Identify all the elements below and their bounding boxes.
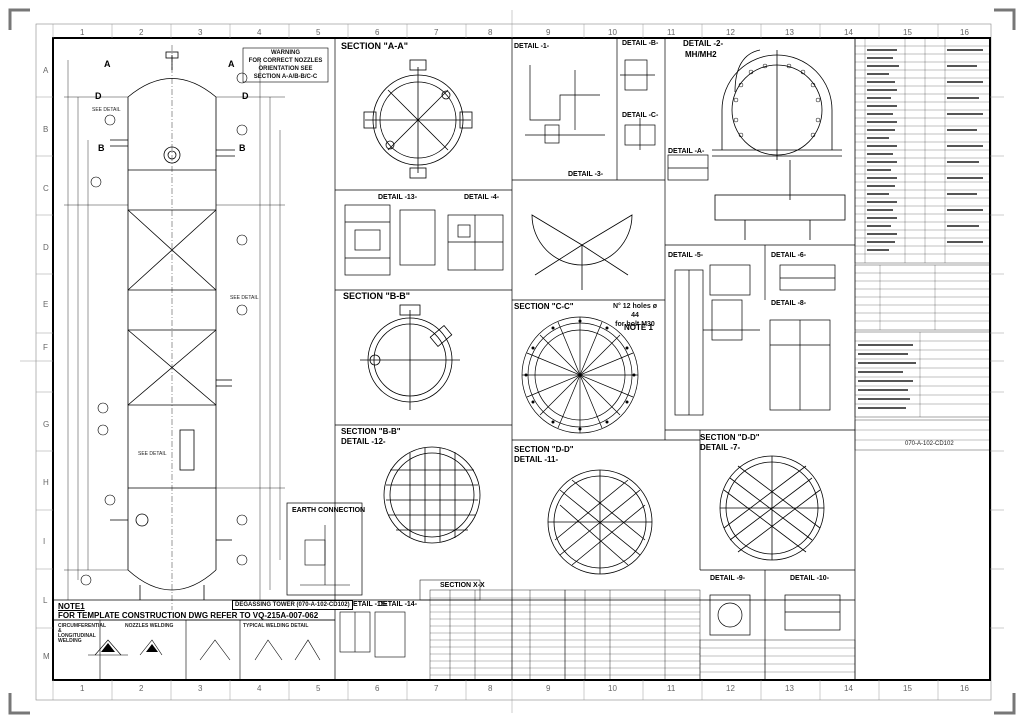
grid-col-7: 7 [434, 28, 439, 37]
grid-col-15: 15 [903, 28, 912, 37]
grid-col-8: 8 [488, 28, 493, 37]
grid-col-7-bottom: 7 [434, 684, 439, 693]
detail-14-title: DETAIL -14- [378, 601, 418, 608]
grid-col-4: 4 [257, 28, 262, 37]
grid-col-12-bottom: 12 [726, 684, 735, 693]
see-detail-callout: SEE DETAIL [92, 107, 121, 113]
note-label: NOTE1 [58, 602, 85, 611]
grid-col-6-bottom: 6 [375, 684, 380, 693]
grid-row-a: A [43, 66, 49, 75]
grid-col-11: 11 [667, 28, 676, 37]
warning-line-1: WARNING [271, 50, 300, 56]
grid-col-11-bottom: 11 [667, 684, 676, 693]
section-x-x-title: SECTION X-X [440, 582, 485, 589]
grid-col-10-bottom: 10 [608, 684, 617, 693]
welding-caption-circumferential: CIRCUMFERENTIAL & LONGITUDINAL WELDING [58, 623, 106, 644]
grid-col-9-bottom: 9 [546, 684, 551, 693]
grid-col-3: 3 [198, 28, 203, 37]
grid-row-e: E [43, 300, 49, 309]
earth-connection-title: EARTH CONNECTION [292, 507, 366, 514]
detail-13-title: DETAIL -13- [378, 194, 418, 201]
detail-1-title: DETAIL -1- [514, 43, 550, 50]
detail-a-title: DETAIL -A- [668, 148, 705, 155]
detail-b-title: DETAIL -B- [622, 40, 659, 47]
view-marker-b: B [98, 143, 105, 153]
grid-col-5-bottom: 5 [316, 684, 321, 693]
template-construction-note: FOR TEMPLATE CONSTRUCTION DWG REFER TO V… [58, 611, 319, 620]
detail-c-title: DETAIL -C- [622, 112, 659, 119]
detail-10-title: DETAIL -10- [790, 575, 830, 582]
grid-row-l: L [43, 596, 48, 605]
detail-5-title: DETAIL -5- [668, 252, 704, 259]
grid-col-6: 6 [375, 28, 380, 37]
note-1-label: NOTE 1 [624, 323, 653, 332]
grid-col-1-bottom: 1 [80, 684, 85, 693]
detail-2-title: DETAIL -2- [683, 39, 724, 48]
section-d-d-title: SECTION "D-D" [514, 445, 574, 454]
grid-row-d: D [43, 243, 49, 252]
grid-row-h: H [43, 478, 49, 487]
welding-caption-typical: TYPICAL WELDING DETAIL [243, 623, 309, 629]
grid-col-4-bottom: 4 [257, 684, 262, 693]
section-b-b-detail-title: SECTION "B-B" [341, 427, 401, 436]
holes-note-line-1: N° 12 holes ø 44 [612, 303, 658, 319]
detail-4-title: DETAIL -4- [464, 194, 500, 201]
view-marker-d: D [95, 91, 102, 101]
section-b-b-title: SECTION "B-B" [343, 291, 411, 301]
detail-12-title: DETAIL -12- [341, 437, 386, 446]
see-detail-callout-3: SEE DETAIL [138, 451, 167, 457]
view-marker-b-right: B [239, 143, 246, 153]
grid-col-12: 12 [726, 28, 735, 37]
grid-col-15-bottom: 15 [903, 684, 912, 693]
document-number: 070-A-102-CD102 [905, 441, 954, 447]
grid-col-1: 1 [80, 28, 85, 37]
grid-col-14: 14 [844, 28, 853, 37]
grid-col-13-bottom: 13 [785, 684, 794, 693]
grid-col-16-bottom: 16 [960, 684, 969, 693]
see-detail-callout-2: SEE DETAIL [230, 295, 259, 301]
grid-col-14-bottom: 14 [844, 684, 853, 693]
warning-line-2: FOR CORRECT NOZZLES [248, 58, 323, 64]
grid-row-g: G [43, 420, 50, 429]
grid-row-m: M [43, 652, 50, 661]
detail-9-title: DETAIL -9- [710, 575, 746, 582]
grid-row-f: F [43, 343, 48, 352]
detail-8-title: DETAIL -8- [771, 300, 807, 307]
detail-11-title: DETAIL -11- [514, 455, 559, 464]
grid-row-b: B [43, 125, 49, 134]
grid-col-5: 5 [316, 28, 321, 37]
grid-col-8-bottom: 8 [488, 684, 493, 693]
holes-note: N° 12 holes ø 44 for bolt M30 [610, 302, 660, 329]
degassing-tower-label: DEGASSING TOWER (070-A-102-CD102) [232, 600, 353, 610]
grid-row-c: C [43, 184, 49, 193]
grid-col-16: 16 [960, 28, 969, 37]
grid-col-9: 9 [546, 28, 551, 37]
section-c-c-title: SECTION "C-C" [514, 302, 574, 311]
grid-col-13: 13 [785, 28, 794, 37]
view-marker-d-right: D [242, 91, 249, 101]
grid-col-3-bottom: 3 [198, 684, 203, 693]
grid-col-10: 10 [608, 28, 617, 37]
holes-note-line-2: for bolt M30 [615, 321, 655, 328]
grid-col-2-bottom: 2 [139, 684, 144, 693]
section-a-a-title: SECTION "A-A" [341, 41, 409, 51]
detail-6-title: DETAIL -6- [771, 252, 807, 259]
section-d-d-title-2: SECTION "D-D" [700, 433, 760, 442]
warning-line-3: ORIENTATION SEE [258, 66, 313, 72]
detail-15-title: DETAIL -15- [348, 601, 388, 608]
manway-label: MH/MH2 [685, 50, 717, 59]
welding-caption-nozzles: NOZZLES WELDING [125, 623, 174, 629]
view-marker-a-right: A [228, 59, 235, 69]
grid-row-i: I [43, 537, 46, 546]
detail-3-title: DETAIL -3- [568, 171, 604, 178]
grid-col-2: 2 [139, 28, 144, 37]
warning-line-4: SECTION A-A/B-B/C-C [253, 74, 318, 80]
view-marker-a: A [104, 59, 111, 69]
detail-7-title: DETAIL -7- [700, 443, 741, 452]
warning-note: WARNING FOR CORRECT NOZZLES ORIENTATION … [245, 49, 326, 81]
